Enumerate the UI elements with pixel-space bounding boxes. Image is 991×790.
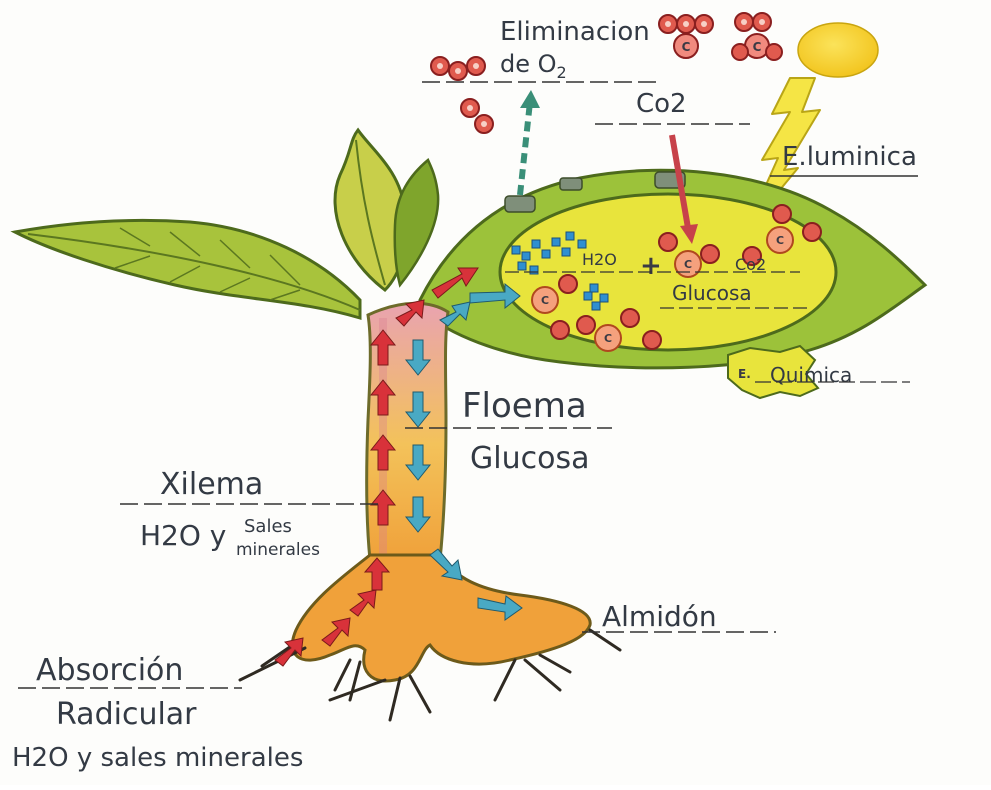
carbon-label-3: C	[541, 294, 549, 307]
leaf-h2o-label: H2O	[582, 250, 617, 269]
carbon-label-1: C	[682, 40, 691, 54]
almidon-label: Almidón	[602, 600, 717, 633]
carbon-label-4: C	[604, 332, 612, 345]
de-o2-label: de O2	[500, 50, 567, 82]
oxygen-exit-arrow	[520, 90, 540, 195]
xilema-h2o-label: H2O y	[140, 519, 226, 552]
radicular-label: Radicular	[56, 697, 197, 732]
floema-glucosa-label: Glucosa	[470, 441, 589, 476]
floema-label: Floema	[462, 386, 587, 426]
leaf-co2-label: Co2	[735, 255, 766, 274]
sun	[798, 23, 878, 77]
carbon-label-6: C	[776, 234, 784, 247]
xilema-minerales-label: minerales	[236, 540, 320, 560]
carbon-label-5: C	[684, 258, 692, 271]
xilema-sales-label: Sales	[244, 516, 292, 537]
chemical-energy-badge-text: E.	[738, 367, 751, 381]
eliminacion-label: Eliminacion	[500, 17, 650, 47]
top-leaf-right	[395, 160, 438, 285]
plus-sign: +	[640, 251, 662, 281]
co2-label: Co2	[636, 89, 687, 119]
leaf-glucosa-label: Glucosa	[672, 281, 752, 305]
o2-subscript: 2	[557, 63, 567, 82]
de-o2-text: de O	[500, 50, 557, 78]
absorcion-h2o-label: H2O y sales minerales	[12, 743, 303, 773]
xilema-label: Xilema	[160, 467, 263, 502]
e-luminica-label: E.luminica	[782, 142, 917, 172]
absorcion-label: Absorción	[36, 653, 183, 688]
root-mass	[292, 555, 590, 681]
carbon-label-2: C	[753, 40, 762, 54]
quimica-label: Quimica	[770, 363, 852, 387]
left-leaf	[15, 220, 360, 318]
